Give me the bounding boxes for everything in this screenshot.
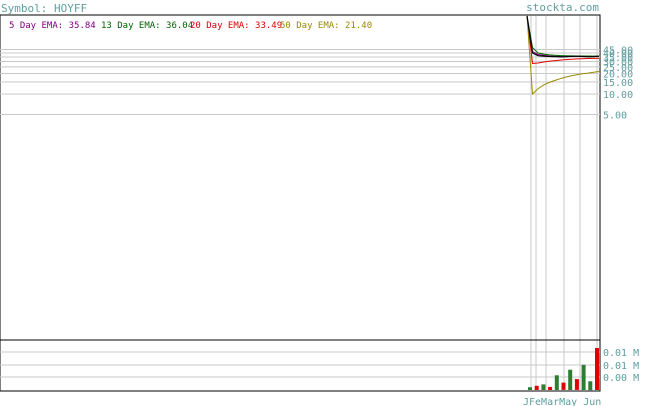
site-watermark: stockta.com bbox=[526, 1, 599, 14]
volume-bar bbox=[541, 384, 546, 390]
price-tick-label: 5.00 bbox=[603, 111, 627, 122]
volume-tick-label: 0.01 M bbox=[603, 348, 639, 359]
price-tick-label: 30.00 bbox=[603, 58, 633, 69]
volume-bar bbox=[554, 375, 559, 390]
price-tick-label: 20.00 bbox=[603, 70, 633, 81]
volume-axis-labels: 0.01 M0.01 M0.00 M bbox=[603, 348, 639, 384]
ema-legend: 5 Day EMA: 35.84 13 Day EMA: 36.04 20 Da… bbox=[9, 21, 372, 31]
volume-bar bbox=[534, 385, 539, 390]
symbol-title: Symbol: HOYFF bbox=[1, 2, 87, 15]
volume-bar bbox=[581, 364, 586, 390]
price-gridlines bbox=[0, 49, 600, 115]
ema-line bbox=[526, 15, 600, 65]
legend-ema-20: 20 Day EMA: 33.49 bbox=[190, 21, 282, 31]
volume-bar bbox=[574, 379, 579, 390]
volume-bar bbox=[595, 348, 599, 390]
volume-bar bbox=[548, 386, 553, 390]
price-line-group bbox=[526, 15, 600, 58]
price-tick-label: 25.00 bbox=[603, 63, 633, 74]
price-tick-label: 45.00 bbox=[603, 46, 633, 57]
date-axis-labels: JFeMarMay Jun bbox=[523, 397, 601, 406]
volume-bars bbox=[528, 348, 599, 391]
price-tick-label: 40.00 bbox=[603, 49, 633, 60]
price-line bbox=[526, 15, 600, 58]
price-axis-labels: 45.0040.0035.0030.0025.0020.0015.0010.00… bbox=[603, 46, 633, 122]
price-tick-label: 35.00 bbox=[603, 53, 633, 64]
volume-bar bbox=[588, 381, 593, 391]
ema-line bbox=[526, 15, 599, 57]
price-tick-label: 10.00 bbox=[603, 90, 633, 101]
ema-line bbox=[526, 15, 600, 96]
volume-bar bbox=[528, 387, 532, 390]
price-tick-label: 15.00 bbox=[603, 78, 633, 89]
volume-gridlines bbox=[0, 351, 600, 378]
legend-ema-13: 13 Day EMA: 36.04 bbox=[101, 21, 193, 31]
volume-tick-label: 0.01 M bbox=[603, 361, 639, 372]
volume-bar bbox=[561, 382, 566, 390]
volume-bar bbox=[568, 369, 573, 390]
legend-ema-5: 5 Day EMA: 35.84 bbox=[9, 21, 96, 31]
volume-tick-label: 0.00 M bbox=[603, 373, 639, 384]
legend-ema-50: 50 Day EMA: 21.40 bbox=[280, 21, 372, 31]
